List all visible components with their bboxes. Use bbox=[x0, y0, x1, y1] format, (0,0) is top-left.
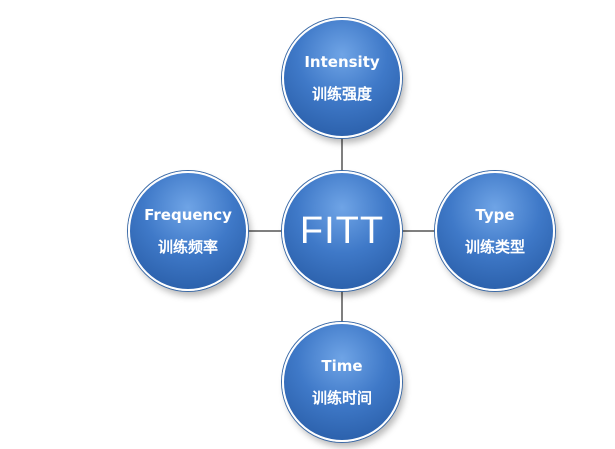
node-frequency-label-zh: 训练频率 bbox=[157, 238, 218, 256]
node-type: Type 训练类型 bbox=[435, 171, 555, 291]
node-type-label-en: Type bbox=[475, 206, 515, 224]
node-type-label-zh: 训练类型 bbox=[464, 238, 525, 256]
node-intensity-label-zh: 训练强度 bbox=[311, 85, 372, 103]
node-center-fitt: FITT bbox=[282, 171, 402, 291]
node-frequency-label-en: Frequency bbox=[144, 206, 232, 224]
center-label: FITT bbox=[299, 209, 385, 252]
node-intensity-label-en: Intensity bbox=[304, 53, 380, 71]
node-time-label-en: Time bbox=[321, 357, 363, 375]
node-time: Time 训练时间 bbox=[282, 322, 402, 442]
node-frequency: Frequency 训练频率 bbox=[128, 171, 248, 291]
node-intensity: Intensity 训练强度 bbox=[282, 18, 402, 138]
node-time-label-zh: 训练时间 bbox=[311, 389, 372, 407]
